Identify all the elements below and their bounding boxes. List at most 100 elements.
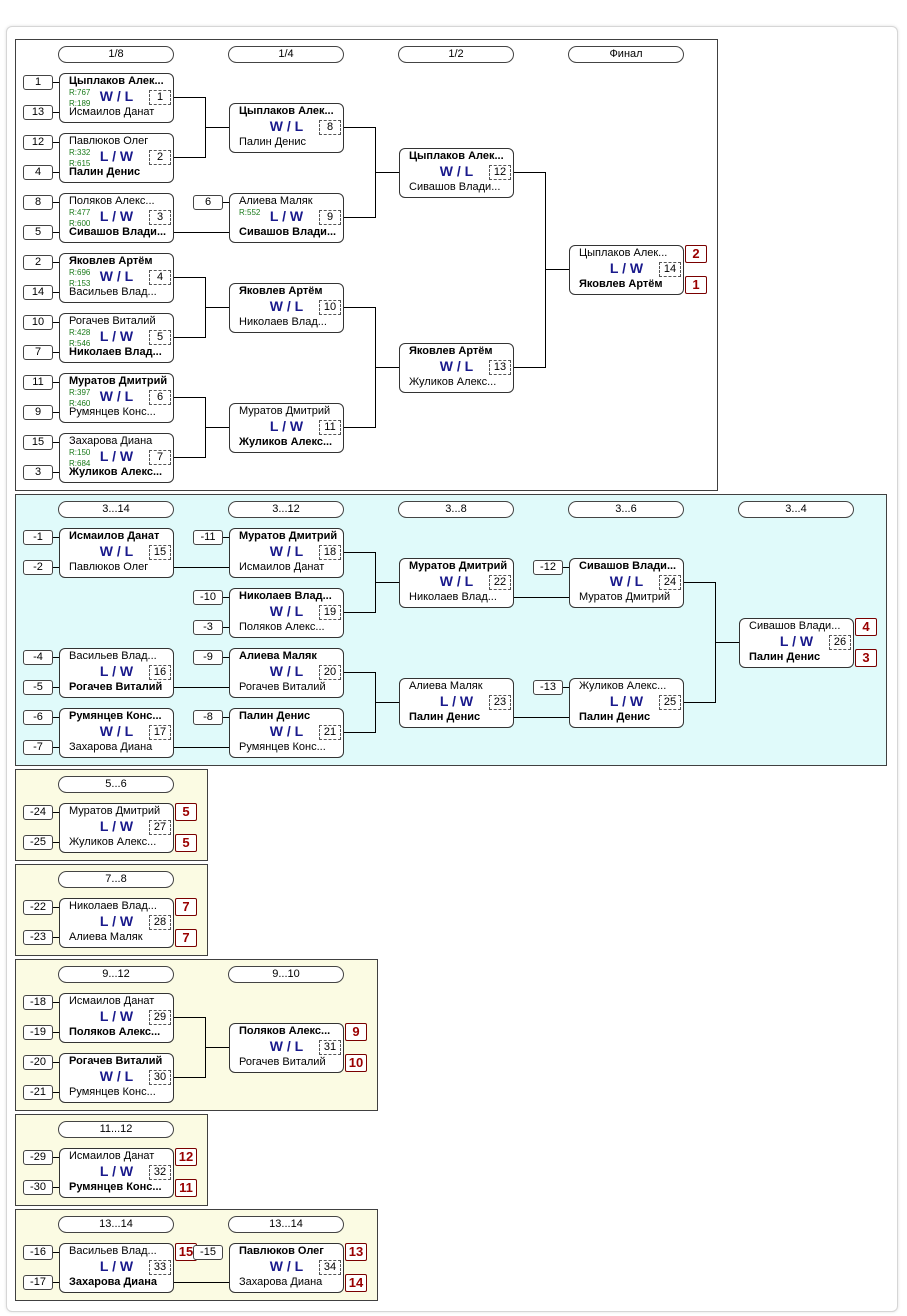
match-box[interactable]: Муратов Дмитрий W / L 18 Исмаилов Данат [229, 528, 344, 578]
match-box[interactable]: Муратов Дмитрий R:397 R:460 W / L 6 Румя… [59, 373, 174, 423]
match-box[interactable]: Павлюков Олег R:332 R:615 L / W 2 Палин … [59, 133, 174, 183]
player-name: Николаев Влад... [409, 591, 497, 603]
player-name: Исмаилов Данат [69, 995, 155, 1007]
player-name: Николаев Влад... [69, 900, 157, 912]
player-name: Муратов Дмитрий [69, 375, 168, 387]
connector-line [375, 367, 399, 368]
player-name: Жуликов Алекс... [69, 466, 163, 478]
match-box[interactable]: Алиева Маляк L / W 23 Палин Денис [399, 678, 514, 728]
round-header-3-14: 3...14 [58, 501, 174, 518]
match-number: 4 [149, 270, 171, 285]
match-score: W / L [439, 163, 474, 179]
connector-line [513, 367, 545, 368]
player-rating: R:600 [69, 219, 91, 228]
match-number: 29 [149, 1010, 171, 1025]
connector-line [173, 277, 205, 278]
player-name: Николаев Влад... [69, 346, 162, 358]
match-box[interactable]: Жуликов Алекс... L / W 25 Палин Денис [569, 678, 684, 728]
connector-line [53, 717, 59, 718]
match-box[interactable]: Исмаилов Данат L / W 29 Поляков Алекс... [59, 993, 174, 1043]
match-box[interactable]: Муратов Дмитрий L / W 27 Жуликов Алекс..… [59, 803, 174, 853]
match-box[interactable]: Захарова Диана R:150 R:684 L / W 7 Жулик… [59, 433, 174, 483]
match-score: L / W [609, 693, 644, 709]
connector-line [173, 747, 229, 748]
player-rating: R:684 [69, 459, 91, 468]
connector-line [53, 382, 59, 383]
match-box[interactable]: Васильев Влад... L / W 16 Рогачев Витали… [59, 648, 174, 698]
match-box[interactable]: Поляков Алекс... R:477 R:600 L / W 3 Сив… [59, 193, 174, 243]
final-match-box[interactable]: Цыплаков Алек... L / W 14 Яковлев Артём [569, 245, 684, 295]
connector-line [205, 427, 229, 428]
match-number: 21 [319, 725, 341, 740]
match-box[interactable]: Алиева Маляк W / L 20 Рогачев Виталий [229, 648, 344, 698]
match-box[interactable]: Николаев Влад... L / W 28 Алиева Маляк [59, 898, 174, 948]
match-number: 34 [319, 1260, 341, 1275]
match-box[interactable]: Цыплаков Алек... R:767 R:189 W / L 1 Исм… [59, 73, 174, 123]
match-box[interactable]: Поляков Алекс... W / L 31 Рогачев Витали… [229, 1023, 344, 1073]
connector-line [53, 1187, 59, 1188]
connector-line [343, 612, 375, 613]
match-box[interactable]: Муратов Дмитрий W / L 22 Николаев Влад..… [399, 558, 514, 608]
connector-line [173, 1282, 229, 1283]
match-box[interactable]: Рогачев Виталий R:428 R:546 L / W 5 Нико… [59, 313, 174, 363]
match-score: W / L [99, 543, 134, 559]
seed-box: -19 [23, 1025, 53, 1040]
connector-line [375, 172, 399, 173]
match-number: 7 [149, 450, 171, 465]
match-box[interactable]: Сивашов Влади... L / W 26 Палин Денис [739, 618, 854, 668]
seed-box: -2 [23, 560, 53, 575]
match-box[interactable]: Яковлев Артём R:696 R:153 W / L 4 Василь… [59, 253, 174, 303]
connector-line [375, 702, 399, 703]
match-box[interactable]: Николаев Влад... W / L 19 Поляков Алекс.… [229, 588, 344, 638]
match-score: W / L [99, 723, 134, 739]
round-header-9-10: 9...10 [228, 966, 344, 983]
place-badge: 4 [855, 618, 877, 636]
match-box[interactable]: Цыплаков Алек... W / L 8 Палин Денис [229, 103, 344, 153]
connector-line [53, 747, 59, 748]
match-box[interactable]: Яковлев Артём W / L 13 Жуликов Алекс... [399, 343, 514, 393]
match-number: 27 [149, 820, 171, 835]
connector-line [513, 172, 545, 173]
seed-box: 8 [23, 195, 53, 210]
round-header-3-4: 3...4 [738, 501, 854, 518]
seed-box: -7 [23, 740, 53, 755]
match-box[interactable]: Васильев Влад... L / W 33 Захарова Диана [59, 1243, 174, 1293]
player-name: Николаев Влад... [239, 590, 332, 602]
match-box[interactable]: Исмаилов Данат L / W 32 Румянцев Конс... [59, 1148, 174, 1198]
match-number: 25 [659, 695, 681, 710]
player-name: Яковлев Артём [69, 255, 153, 267]
player-name: Жуликов Алекс... [239, 436, 333, 448]
match-box[interactable]: Муратов Дмитрий L / W 11 Жуликов Алекс..… [229, 403, 344, 453]
connector-line [343, 217, 375, 218]
match-number: 16 [149, 665, 171, 680]
match-box[interactable]: Павлюков Олег W / L 34 Захарова Диана [229, 1243, 344, 1293]
match-box[interactable]: Яковлев Артём W / L 10 Николаев Влад... [229, 283, 344, 333]
match-number: 32 [149, 1165, 171, 1180]
match-box[interactable]: Алиева Маляк R:552 L / W 9 Сивашов Влади… [229, 193, 344, 243]
match-box[interactable]: Цыплаков Алек... W / L 12 Сивашов Влади.… [399, 148, 514, 198]
connector-line [53, 262, 59, 263]
connector-line [173, 232, 229, 233]
match-score: L / W [439, 693, 474, 709]
seed-box: -11 [193, 530, 223, 545]
player-name: Захарова Диана [69, 741, 153, 753]
match-box[interactable]: Рогачев Виталий W / L 30 Румянцев Конс..… [59, 1053, 174, 1103]
player-name: Рогачев Виталий [239, 681, 326, 693]
connector-line [545, 172, 546, 368]
match-score: W / L [269, 543, 304, 559]
connector-line [53, 1032, 59, 1033]
match-number: 3 [149, 210, 171, 225]
round-header-9-12: 9...12 [58, 966, 174, 983]
player-rating: R:615 [69, 159, 91, 168]
match-box[interactable]: Палин Денис W / L 21 Румянцев Конс... [229, 708, 344, 758]
match-box[interactable]: Сивашов Влади... W / L 24 Муратов Дмитри… [569, 558, 684, 608]
player-name: Захарова Диана [239, 1276, 323, 1288]
connector-line [173, 1077, 205, 1078]
match-box[interactable]: Исмаилов Данат W / L 15 Павлюков Олег [59, 528, 174, 578]
connector-line [223, 657, 229, 658]
match-box[interactable]: Румянцев Конс... W / L 17 Захарова Диана [59, 708, 174, 758]
player-name: Муратов Дмитрий [69, 805, 161, 817]
seed-box: -15 [193, 1245, 223, 1260]
match-number: 28 [149, 915, 171, 930]
connector-line [223, 597, 229, 598]
